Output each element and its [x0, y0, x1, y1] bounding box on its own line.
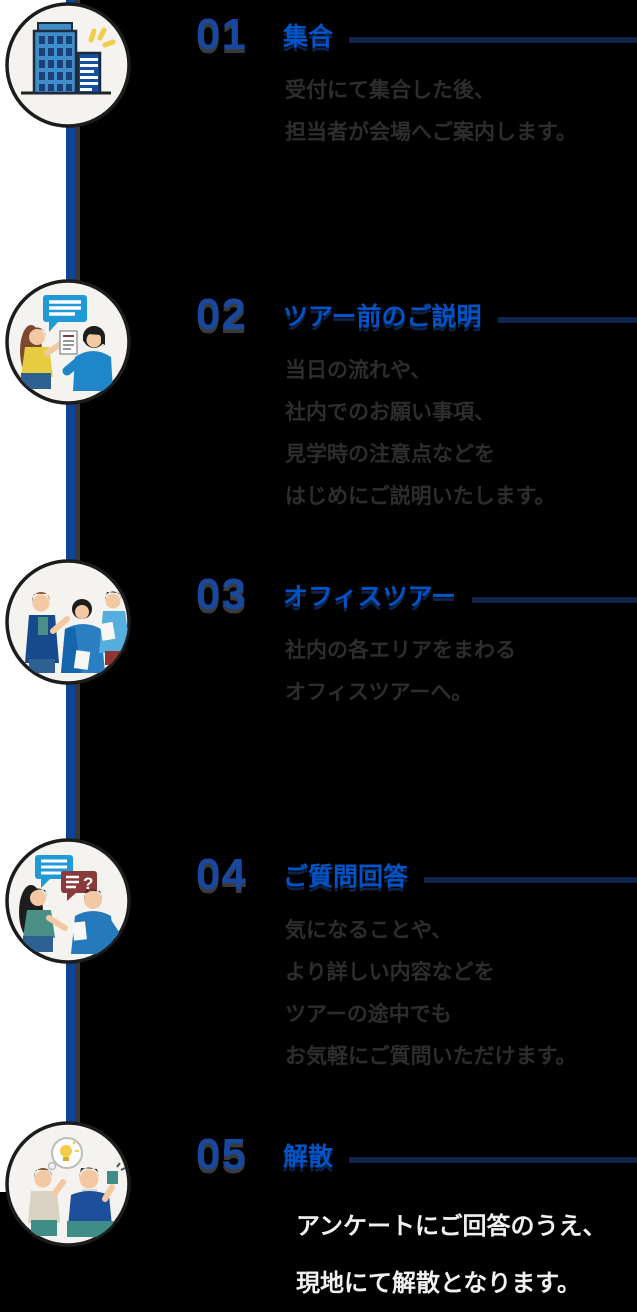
- step4-item: 04 ご質問回答 気になることや、 より詳しい内容などを ツアーの途中でも お気…: [196, 848, 637, 1078]
- step4-header: 04 ご質問回答: [196, 848, 637, 902]
- step5-item: 05 解散 アンケートにご回答のうえ、 現地にて解散となります。: [196, 1128, 637, 1312]
- step2-number: 02: [196, 290, 247, 339]
- step4-circle: ?: [5, 838, 131, 964]
- step4-title: ご質問回答: [283, 863, 409, 891]
- step2-description: 当日の流れや、 社内でのお願い事項、 見学時の注意点などを はじめにご説明いたし…: [285, 359, 556, 508]
- step2-item: 02 ツアー前のご説明 当日の流れや、 社内でのお願い事項、 見学時の注意点など…: [196, 288, 637, 518]
- step1-header: 01 集合: [196, 8, 637, 62]
- step5-number: 05: [196, 1130, 247, 1179]
- step4-title-rule: [424, 877, 637, 883]
- step5-title-rule: [349, 1157, 637, 1163]
- step3-header: 03 オフィスツアー: [196, 568, 637, 622]
- step1-title: 集合: [283, 23, 334, 51]
- step4-number: 04: [196, 850, 247, 899]
- step2-title-rule: [497, 317, 637, 323]
- group-tour-icon: [5, 559, 131, 685]
- idea-chat-icon: [5, 1121, 131, 1247]
- question-answer-icon: ?: [5, 838, 131, 964]
- step2-header: 02 ツアー前のご説明: [196, 288, 637, 342]
- step1-number: 01: [196, 10, 247, 59]
- step2-circle: [5, 279, 131, 405]
- step3-title: オフィスツアー: [283, 583, 457, 611]
- step5-circle: [5, 1121, 131, 1247]
- step5-description: アンケートにご回答のうえ、 現地にて解散となります。: [296, 1213, 607, 1297]
- briefing-people-icon: [5, 279, 131, 405]
- svg-text:?: ?: [83, 874, 93, 893]
- step5-header: 05 解散: [196, 1128, 637, 1182]
- step3-item: 03 オフィスツアー 社内の各エリアをまわる オフィスツアーへ。: [196, 568, 637, 714]
- step1-title-rule: [349, 37, 637, 43]
- step3-circle: [5, 559, 131, 685]
- step1-description: 受付にて集合した後、 担当者が会場へご案内します。: [285, 79, 577, 144]
- step5-title: 解散: [283, 1143, 334, 1171]
- step3-description: 社内の各エリアをまわる オフィスツアーへ。: [285, 639, 516, 704]
- step3-number: 03: [196, 570, 247, 619]
- office-buildings-icon: [5, 2, 131, 128]
- step1-item: 01 集合 受付にて集合した後、 担当者が会場へご案内します。: [196, 8, 637, 154]
- step3-title-rule: [472, 597, 637, 603]
- step1-circle: [5, 2, 131, 128]
- step4-description: 気になることや、 より詳しい内容などを ツアーの途中でも お気軽にご質問いただけ…: [285, 919, 577, 1068]
- step2-title: ツアー前のご説明: [283, 303, 482, 331]
